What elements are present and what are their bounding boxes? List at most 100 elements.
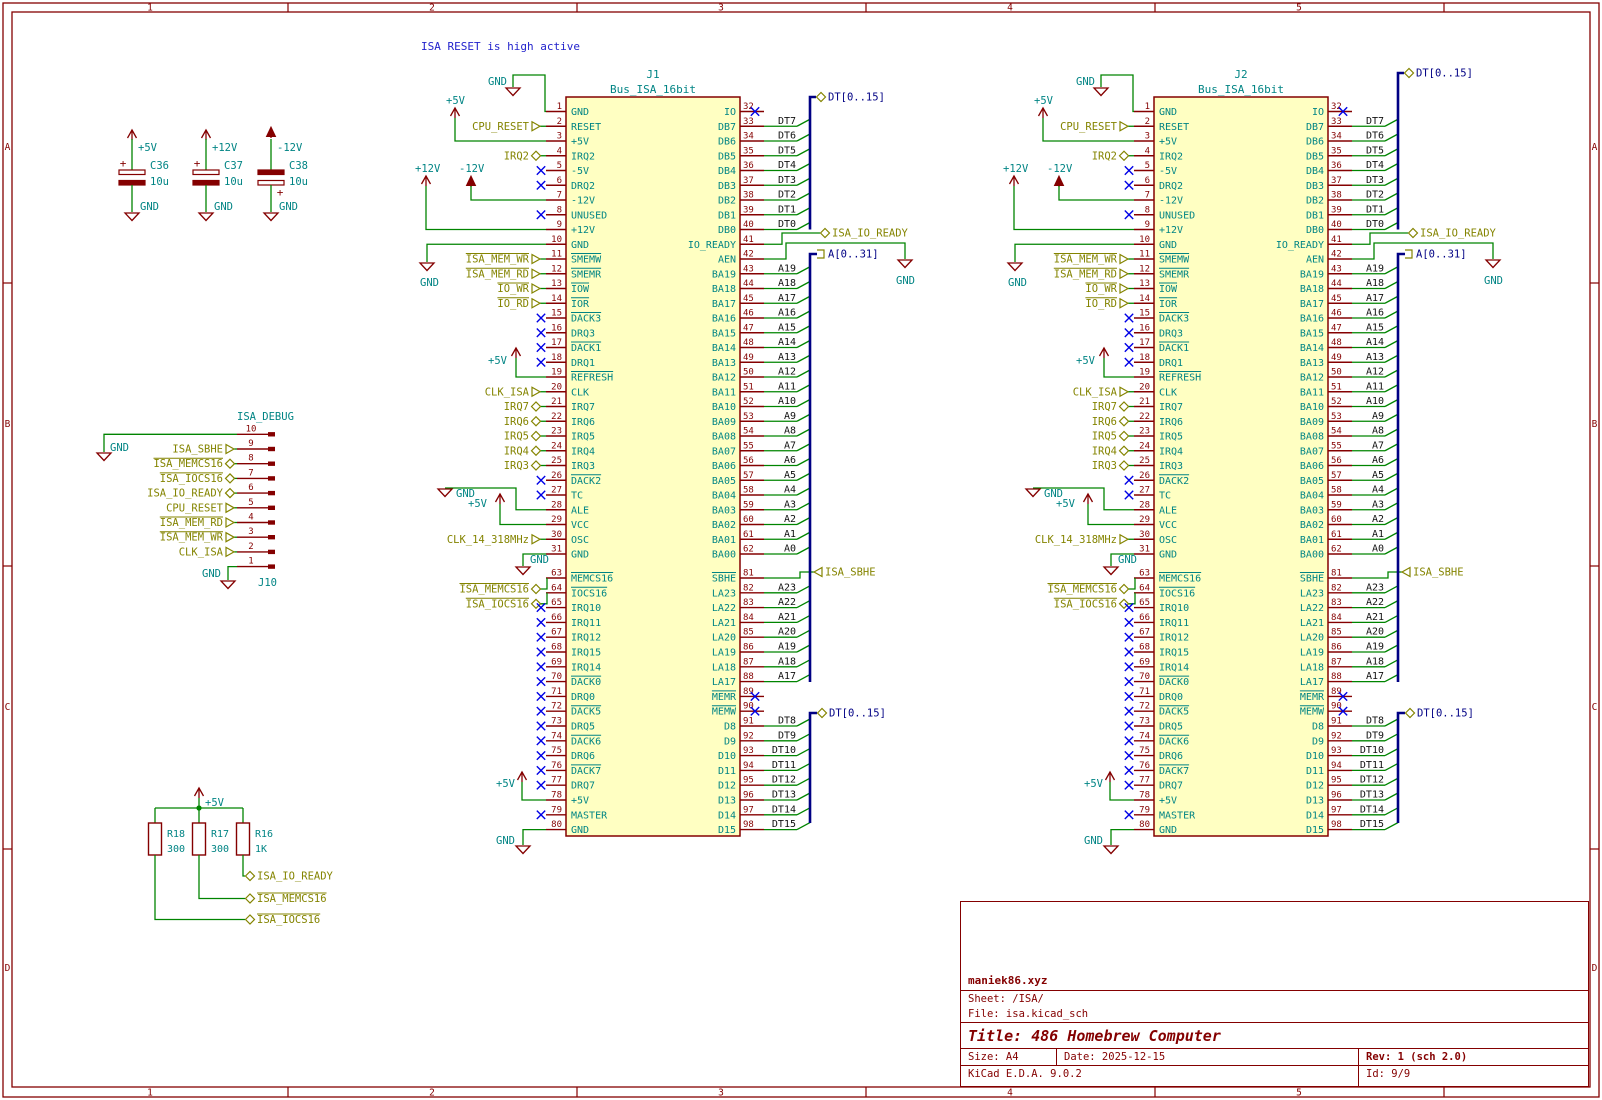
global-label-IO_WR[interactable]: IO_WR	[497, 282, 542, 295]
global-label-ISA_SBHE[interactable]: ISA_SBHE	[812, 566, 876, 579]
power-arrow-neg-icon[interactable]	[265, 125, 277, 137]
pin-pad[interactable]	[268, 549, 275, 555]
gnd-symbol-icon[interactable]	[197, 212, 215, 222]
bus-label[interactable]: DT[0..15]	[1417, 708, 1474, 720]
global-label-IRQ6[interactable]: IRQ6	[1092, 416, 1130, 428]
global-label-IRQ3[interactable]: IRQ3	[504, 460, 542, 472]
gnd-symbol-icon[interactable]	[123, 212, 141, 222]
global-label-ISA_MEMCS16[interactable]: ISA_MEMCS16	[244, 892, 327, 905]
global-label-ISA_MEM_WR[interactable]: ISA_MEM_WR	[160, 531, 236, 544]
bus-label[interactable]: DT[0..15]	[1416, 68, 1473, 80]
pin-pad[interactable]	[268, 535, 275, 540]
global-label-ISA_IOCS16[interactable]: ISA_IOCS16	[466, 597, 542, 610]
global-label-CLK_14_318MHz[interactable]: CLK_14_318MHz	[447, 533, 542, 546]
gnd-symbol-icon[interactable]	[1102, 566, 1120, 576]
gnd-symbol-icon[interactable]	[504, 87, 522, 97]
pin-pad[interactable]	[268, 505, 275, 510]
bus-label[interactable]: A[0..31]	[1416, 249, 1467, 261]
gnd-symbol-icon[interactable]	[219, 580, 237, 590]
global-label-ISA_MEM_WR[interactable]: ISA_MEM_WR	[1054, 253, 1130, 266]
connector-body[interactable]	[565, 96, 741, 837]
pin-3[interactable]: 3+5V	[1134, 132, 1177, 148]
bus-label[interactable]: A[0..31]	[828, 249, 879, 261]
gnd-symbol-icon[interactable]	[418, 262, 436, 272]
resistor-body-R16[interactable]	[235, 822, 251, 856]
global-label-ISA_MEMCS16[interactable]: ISA_MEMCS16	[1047, 583, 1130, 596]
global-label-ISA_IO_READY[interactable]: ISA_IO_READY	[1407, 228, 1497, 240]
global-label-IO_RD[interactable]: IO_RD	[1085, 297, 1130, 310]
pin-78[interactable]: 78+5V	[546, 791, 589, 807]
